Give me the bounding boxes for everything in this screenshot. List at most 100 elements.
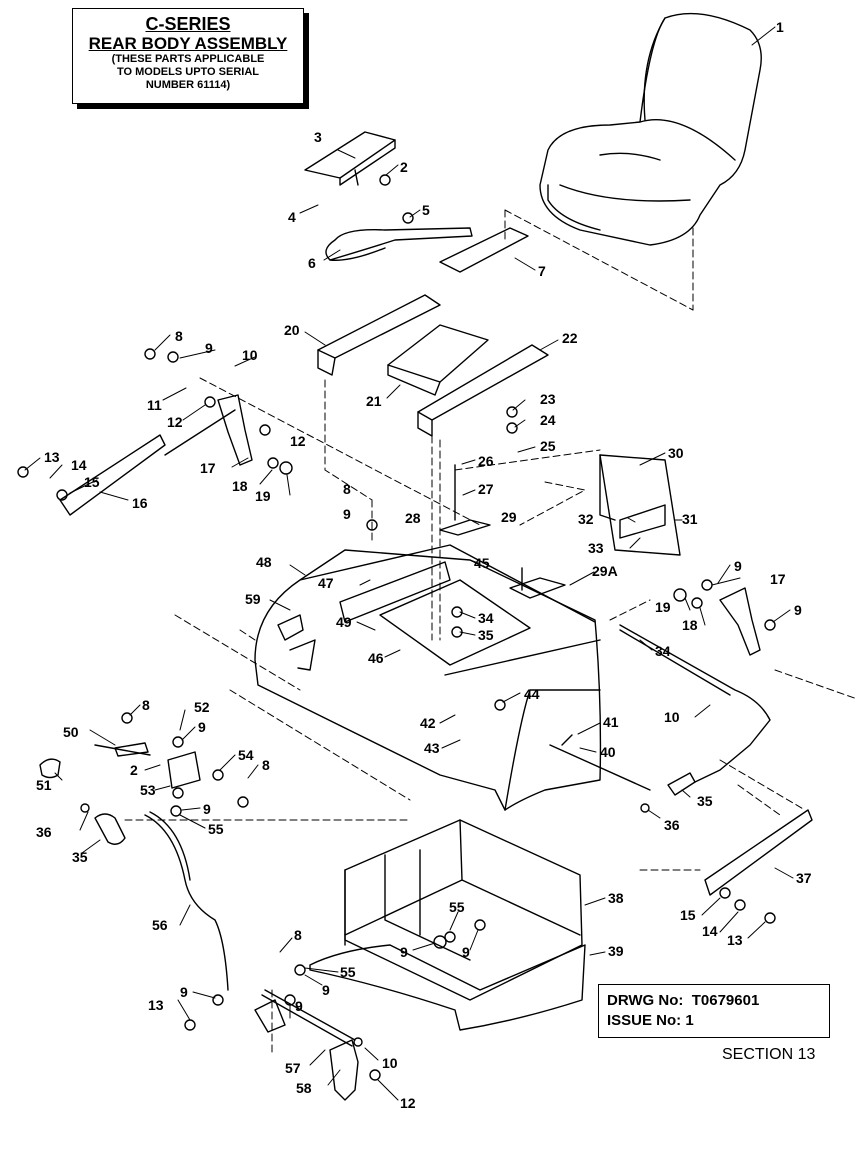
handle-part-50 bbox=[94, 742, 151, 757]
seat-part bbox=[539, 12, 762, 246]
callout-3: 3 bbox=[314, 129, 322, 145]
title-note-line-3: NUMBER 61114) bbox=[145, 79, 231, 91]
callout-2: 2 bbox=[400, 159, 408, 175]
callout-43: 43 bbox=[424, 740, 440, 756]
knob-part-51 bbox=[39, 758, 61, 779]
title-assembly: REAR BODY ASSEMBLY bbox=[88, 34, 288, 53]
callout-18: 18 bbox=[232, 478, 248, 494]
callout-15b: 15 bbox=[680, 907, 696, 923]
callout-41: 41 bbox=[603, 714, 619, 730]
plate-part-7 bbox=[439, 227, 529, 273]
callout-24: 24 bbox=[540, 412, 556, 428]
callout-29: 29 bbox=[501, 509, 517, 525]
callout-13c: 13 bbox=[148, 997, 164, 1013]
callout-57: 57 bbox=[285, 1060, 301, 1076]
callout-42: 42 bbox=[420, 715, 436, 731]
spring-bracket-29 bbox=[439, 464, 491, 536]
callout-9j: 9 bbox=[180, 984, 188, 1000]
callout-13b: 13 bbox=[727, 932, 743, 948]
rod-part-40 bbox=[549, 734, 651, 791]
callout-50: 50 bbox=[63, 724, 79, 740]
callout-14b: 14 bbox=[702, 923, 718, 939]
base-plate-part-39 bbox=[309, 944, 586, 1031]
callout-32: 32 bbox=[578, 511, 594, 527]
title-note-line-2: TO MODELS UPTO SERIAL bbox=[117, 66, 259, 78]
callout-55c: 55 bbox=[340, 964, 356, 980]
callout-34b: 34 bbox=[655, 643, 671, 659]
body-tub-part-48 bbox=[254, 544, 602, 811]
callout-9i: 9 bbox=[322, 982, 330, 998]
callout-19b: 19 bbox=[655, 599, 671, 615]
callout-23: 23 bbox=[540, 391, 556, 407]
section-label: SECTION 13 bbox=[722, 1046, 816, 1063]
callout-8: 8 bbox=[175, 328, 183, 344]
callout-36b: 36 bbox=[664, 817, 680, 833]
callout-40: 40 bbox=[600, 744, 616, 760]
callout-6: 6 bbox=[308, 255, 316, 271]
frame-part-38 bbox=[344, 819, 583, 1001]
callout-9k: 9 bbox=[295, 998, 303, 1014]
drawing-info-box: DRWG No: T0679601 ISSUE No: 1 bbox=[598, 984, 830, 1038]
callout-15: 15 bbox=[84, 474, 100, 490]
rod-end-part-35-right bbox=[667, 772, 696, 796]
callout-59: 59 bbox=[245, 591, 261, 607]
callout-26: 26 bbox=[478, 453, 494, 469]
drawing-number-label: DRWG No: bbox=[607, 992, 684, 1009]
callout-27: 27 bbox=[478, 481, 494, 497]
callout-12: 12 bbox=[167, 414, 183, 430]
title-series: C-SERIES bbox=[145, 14, 231, 34]
callout-2b: 2 bbox=[130, 762, 138, 778]
callout-58: 58 bbox=[296, 1080, 312, 1096]
issue-number-row: ISSUE No: 1 bbox=[607, 1011, 821, 1031]
callout-46: 46 bbox=[368, 650, 384, 666]
issue-number-label: ISSUE No: bbox=[607, 1012, 682, 1029]
strap-part-37 bbox=[704, 809, 813, 896]
callout-55b: 55 bbox=[449, 899, 465, 915]
callout-34: 34 bbox=[478, 610, 494, 626]
callout-21: 21 bbox=[366, 393, 382, 409]
callout-44: 44 bbox=[524, 686, 540, 702]
callout-33: 33 bbox=[588, 540, 604, 556]
callout-47: 47 bbox=[318, 575, 334, 591]
callout-14: 14 bbox=[71, 457, 87, 473]
callout-7: 7 bbox=[538, 263, 546, 279]
callout-9h: 9 bbox=[462, 944, 470, 960]
callout-28: 28 bbox=[405, 510, 421, 526]
title-box: C-SERIES REAR BODY ASSEMBLY (THESE PARTS… bbox=[72, 8, 304, 104]
crank-part-58 bbox=[329, 1039, 359, 1101]
tray-part-21 bbox=[387, 324, 489, 396]
callout-10c: 10 bbox=[382, 1055, 398, 1071]
callout-11: 11 bbox=[147, 397, 162, 413]
callout-35c: 35 bbox=[72, 849, 88, 865]
callout-45: 45 bbox=[474, 555, 490, 571]
callout-30: 30 bbox=[668, 445, 684, 461]
callout-13: 13 bbox=[44, 449, 60, 465]
callout-4: 4 bbox=[288, 209, 296, 225]
drawing-number-value: T0679601 bbox=[691, 992, 760, 1009]
callout-19: 19 bbox=[255, 488, 271, 504]
callout-16: 16 bbox=[132, 495, 148, 511]
callout-1: 1 bbox=[776, 19, 784, 35]
strap-part-16 bbox=[59, 434, 166, 516]
callout-8c: 8 bbox=[142, 697, 150, 713]
callout-35b: 35 bbox=[697, 793, 713, 809]
issue-number-value: 1 bbox=[685, 1012, 694, 1029]
title-note-line-1: (THESE PARTS APPLICABLE bbox=[111, 53, 265, 65]
callout-8e: 8 bbox=[294, 927, 302, 943]
callout-9f: 9 bbox=[203, 801, 211, 817]
rod-part-34 bbox=[619, 624, 771, 783]
bracket-part-53 bbox=[167, 751, 201, 789]
callout-55: 55 bbox=[208, 821, 224, 837]
panel-part-30 bbox=[599, 454, 681, 556]
callout-56: 56 bbox=[152, 917, 168, 933]
drawing-number-row: DRWG No: T0679601 bbox=[607, 991, 821, 1011]
callout-54: 54 bbox=[238, 747, 254, 763]
callout-25: 25 bbox=[540, 438, 556, 454]
callout-20: 20 bbox=[284, 322, 300, 338]
callout-9b: 9 bbox=[343, 506, 351, 522]
callout-48: 48 bbox=[256, 554, 272, 570]
callout-8b: 8 bbox=[343, 481, 351, 497]
callout-49: 49 bbox=[336, 614, 352, 630]
lever-part-17-right bbox=[719, 587, 761, 656]
rod-end-part-35-left bbox=[94, 813, 126, 845]
